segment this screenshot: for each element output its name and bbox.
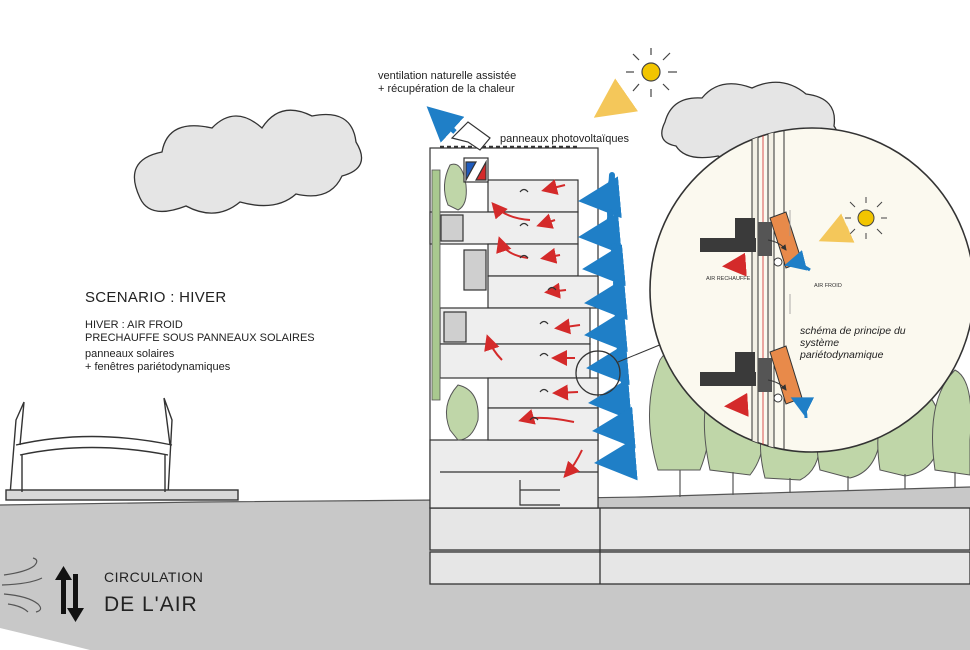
bridge-structure <box>5 397 239 501</box>
panneaux-description: panneaux solaires + fenêtres pariétodyna… <box>85 348 230 374</box>
scenario-title: SCENARIO : HIVER <box>85 289 227 306</box>
ventilation-line2: + récupération de la chaleur <box>378 83 515 95</box>
sun-arrow <box>593 78 639 118</box>
magnifier-circle <box>575 350 621 396</box>
exhaust-arrow <box>426 106 465 143</box>
schema-caption: schéma de principe du système pariétodyn… <box>800 325 906 361</box>
hiver-line2: PRECHAUFFE SOUS PANNEAUX SOLAIRES <box>85 332 315 344</box>
ventilation-label: ventilation naturelle assistée + récupér… <box>378 70 516 96</box>
hiver-line1: HIVER : AIR FROID <box>85 319 183 331</box>
up-down-arrows-icon <box>55 566 84 622</box>
hiver-description: HIVER : AIR FROID PRECHAUFFE SOUS PANNEA… <box>85 319 315 345</box>
sun-arrow <box>818 213 855 243</box>
sun-icon <box>626 48 677 97</box>
warm-air-arrows <box>484 179 583 478</box>
air-froid-label: AIR FROID <box>814 283 842 289</box>
cloud-icon <box>133 109 363 214</box>
cold-air-arrows <box>578 172 638 481</box>
panneaux-line2: + fenêtres pariétodynamiques <box>85 361 231 373</box>
circulation-marks <box>519 188 557 421</box>
photovoltaic-label: panneaux photovoltaïques <box>500 133 630 145</box>
wind-icon <box>1 557 43 613</box>
ventilation-line1: ventilation naturelle assistée <box>378 70 517 82</box>
schema-line1: schéma de principe du <box>800 325 906 337</box>
air-rechauffe-label: AIR RECHAUFFE <box>706 276 751 282</box>
schema-line2: système <box>800 337 840 349</box>
green-wall <box>431 169 441 401</box>
schema-line3: pariétodynamique <box>800 349 884 361</box>
tree-icon <box>444 163 479 441</box>
de-l-air-label: DE L'AIR <box>104 593 198 616</box>
detail-circle <box>649 127 970 453</box>
panneaux-line1: panneaux solaires <box>85 348 175 360</box>
circulation-label: CIRCULATION <box>104 569 204 585</box>
basement <box>429 507 970 585</box>
